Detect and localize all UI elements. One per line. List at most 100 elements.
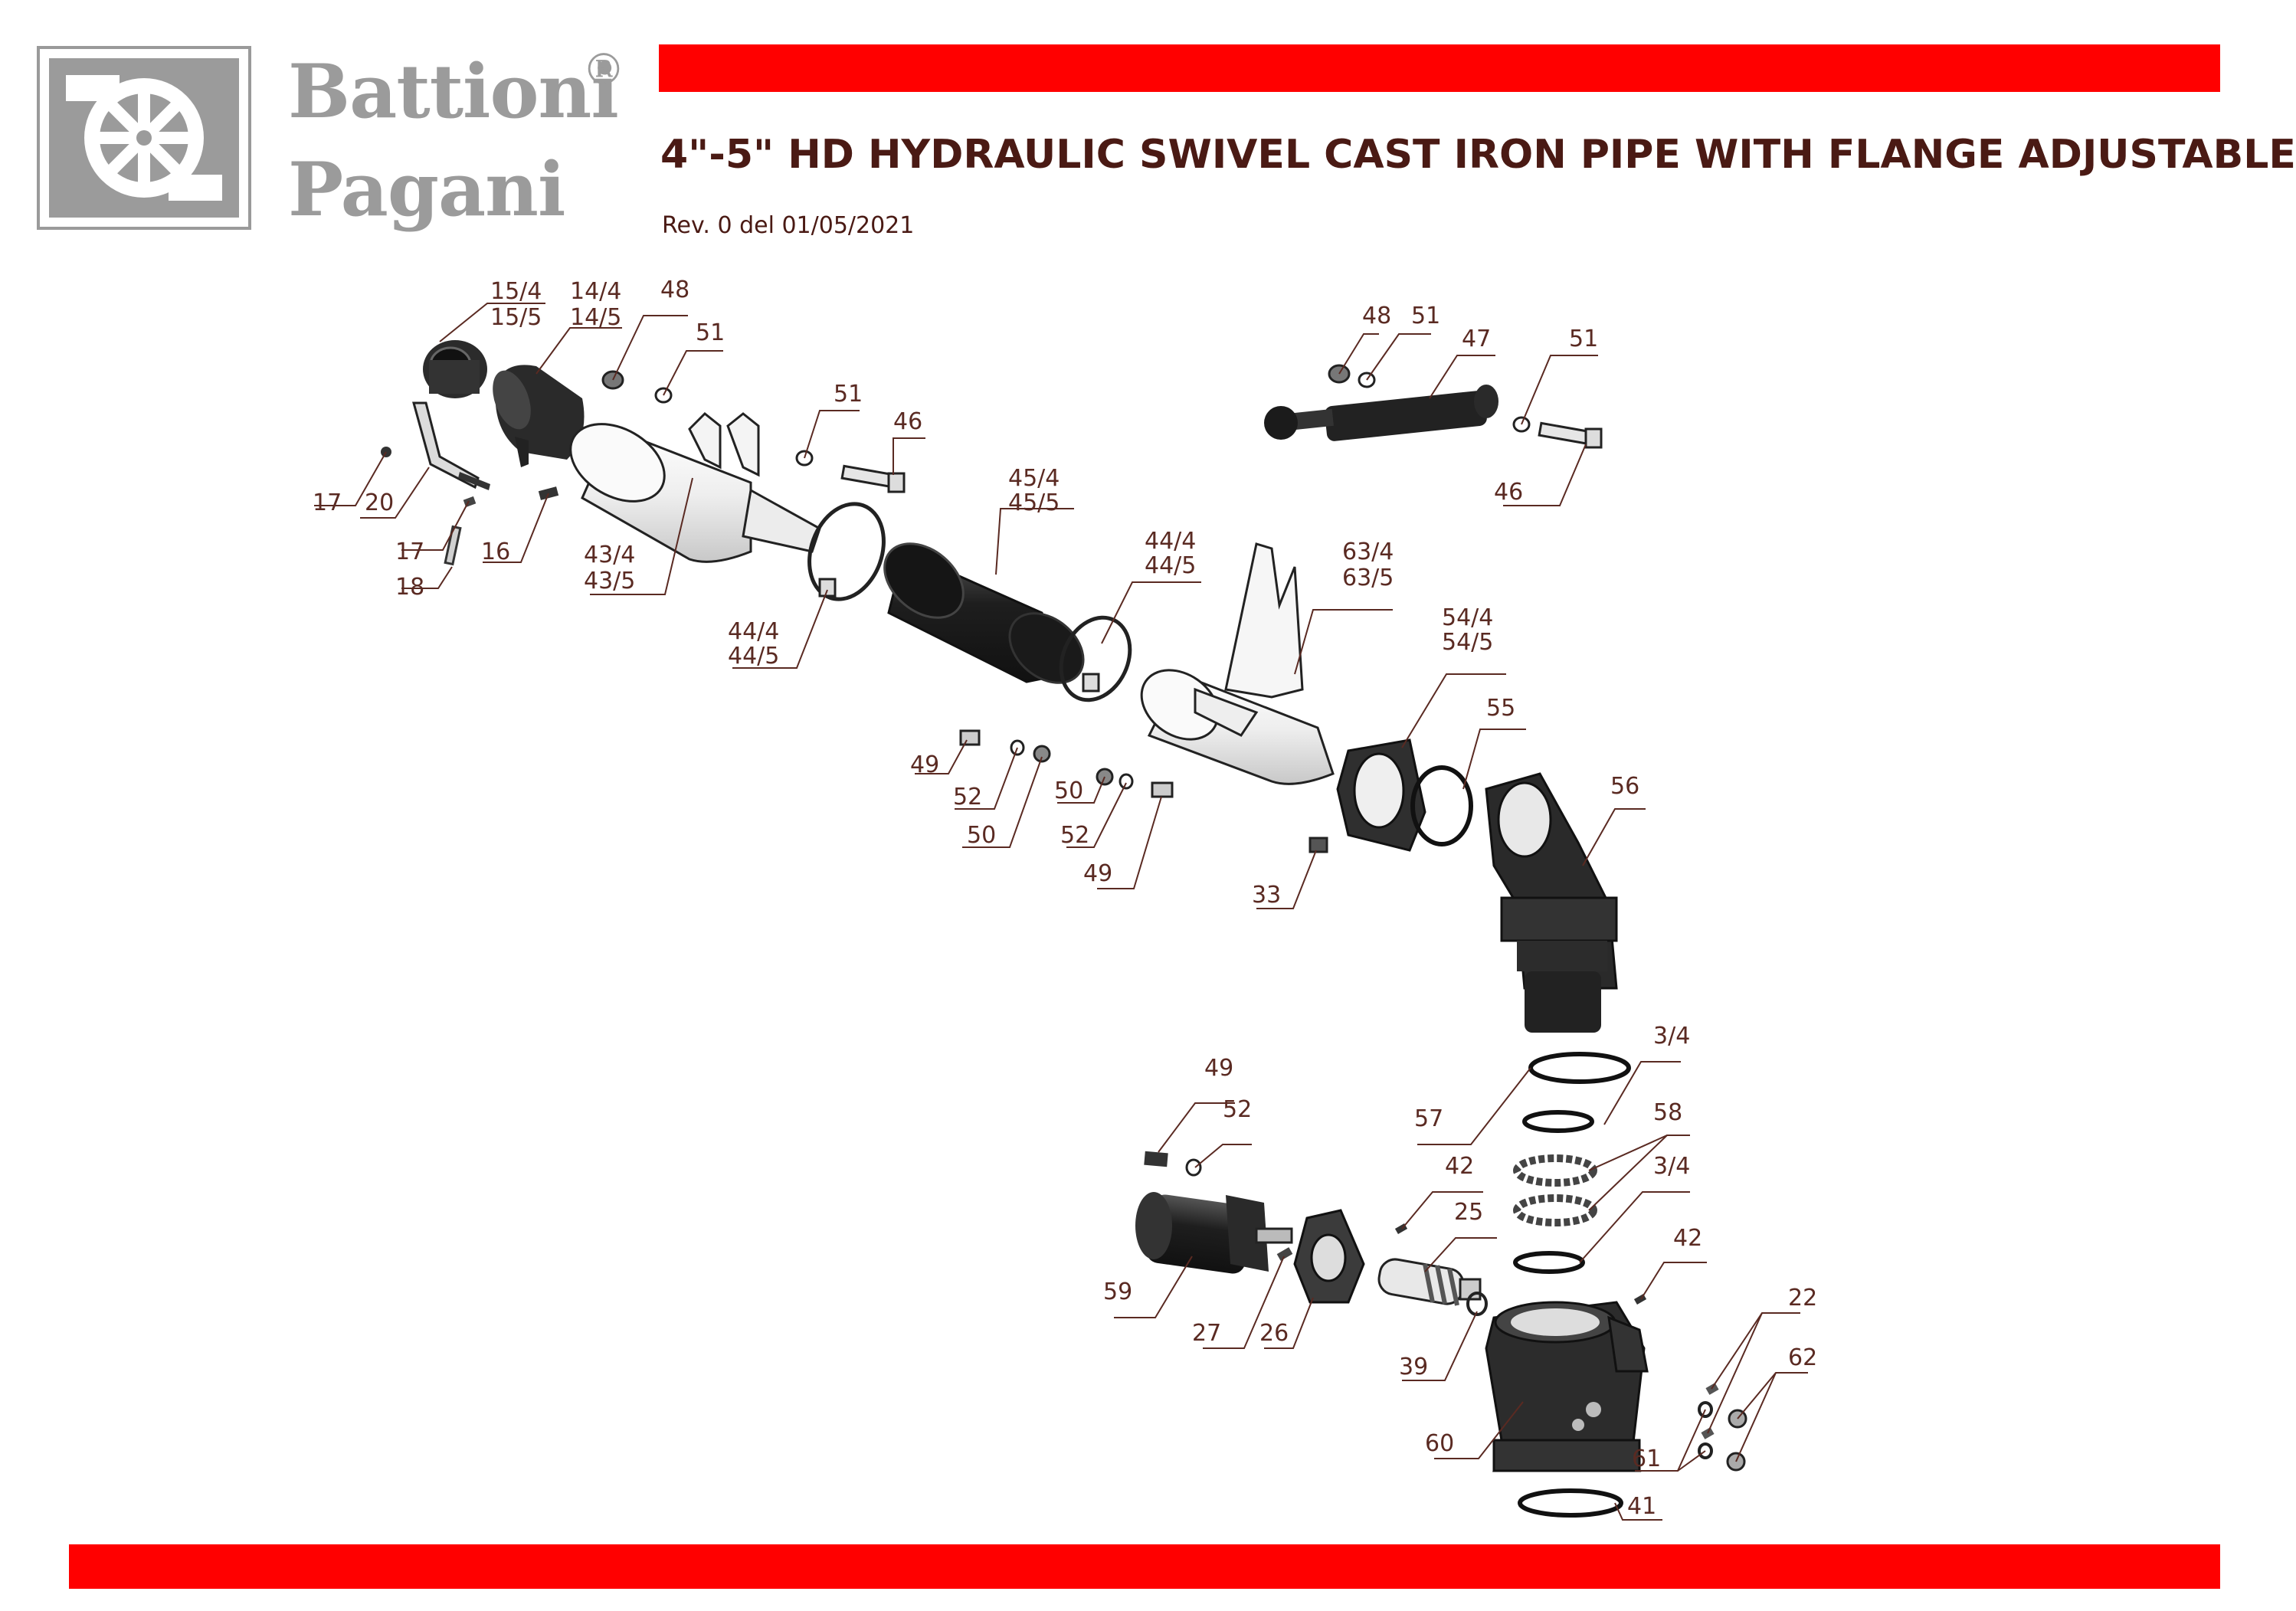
part-number-labels: 15/4 15/5 14/4 14/5 48 51 51 46 17 20 17… <box>313 277 1817 1520</box>
label-49: 49 <box>1204 1055 1233 1082</box>
spring-shaft-25 <box>1377 1258 1482 1306</box>
brand-logo <box>37 46 251 230</box>
revision-note: Rev. 0 del 01/05/2021 <box>662 212 915 239</box>
label-48: 48 <box>1362 303 1391 329</box>
label-44-5: 44/5 <box>1145 552 1196 579</box>
label-46: 46 <box>1494 479 1523 506</box>
label-17: 17 <box>395 539 424 565</box>
label-44-4: 44/4 <box>728 618 779 645</box>
label-49: 49 <box>910 751 939 778</box>
pin-27 <box>1276 1247 1293 1261</box>
label-52: 52 <box>953 784 982 810</box>
label-3-4: 3/4 <box>1653 1153 1690 1180</box>
label-39: 39 <box>1399 1354 1428 1380</box>
label-3-4: 3/4 <box>1653 1023 1690 1049</box>
label-46: 46 <box>893 408 922 435</box>
bracket-pipe-63 <box>1140 542 1335 785</box>
o-ring-39 <box>1466 1292 1488 1316</box>
nozzle-cone-14 <box>493 365 585 467</box>
label-27: 27 <box>1192 1320 1221 1347</box>
ring-3-4b <box>1513 1251 1585 1274</box>
registered-mark: ® <box>582 45 625 95</box>
header-red-bar <box>659 44 2220 92</box>
ring-61a <box>1698 1401 1713 1418</box>
label-17: 17 <box>313 490 342 516</box>
leader-lines <box>314 303 1808 1521</box>
ring-3-4a <box>1522 1110 1594 1133</box>
bolt-46a <box>840 464 906 493</box>
label-42: 42 <box>1673 1225 1702 1252</box>
label-63-5: 63/5 <box>1342 565 1394 591</box>
hydraulic-cylinder-47 <box>1264 385 1498 441</box>
label-49: 49 <box>1083 860 1112 887</box>
pipe-43 <box>569 411 821 563</box>
label-45-4: 45/4 <box>1008 465 1060 492</box>
washer-52c <box>1185 1158 1202 1177</box>
label-51: 51 <box>1569 326 1598 352</box>
label-14-4: 14/4 <box>570 278 621 305</box>
bolt-49b <box>1151 781 1174 798</box>
label-63-4: 63/4 <box>1342 539 1394 565</box>
flange-54 <box>1336 738 1426 852</box>
label-54-4: 54/4 <box>1442 604 1493 631</box>
swivel-housing-60 <box>1485 1301 1649 1472</box>
footer-red-bar <box>69 1544 2220 1589</box>
brand-name-line1: Battioni <box>288 48 619 135</box>
handle-20 <box>412 401 490 490</box>
label-43-4: 43/4 <box>584 542 635 568</box>
label-41: 41 <box>1627 1493 1656 1520</box>
bearing-58b <box>1513 1194 1597 1226</box>
label-15-5: 15/5 <box>490 304 542 331</box>
label-14-5: 14/5 <box>570 304 621 331</box>
label-52: 52 <box>1223 1096 1252 1123</box>
label-26: 26 <box>1259 1320 1289 1347</box>
label-62: 62 <box>1788 1344 1817 1371</box>
label-56: 56 <box>1610 773 1639 800</box>
bolt-49a <box>959 729 981 746</box>
pin-42b <box>1633 1294 1647 1305</box>
label-16: 16 <box>481 539 510 565</box>
pin-17b <box>463 496 477 508</box>
label-50: 50 <box>967 822 996 849</box>
label-44-5: 44/5 <box>728 643 779 670</box>
bolt-49c <box>1144 1151 1168 1167</box>
nut-50a <box>1033 745 1051 763</box>
ring-61b <box>1698 1442 1713 1459</box>
page-title: 4"-5" HD HYDRAULIC SWIVEL CAST IRON PIPE… <box>660 132 2296 178</box>
label-58: 58 <box>1653 1099 1682 1126</box>
label-50: 50 <box>1054 778 1083 804</box>
label-61: 61 <box>1632 1446 1661 1472</box>
label-44-4: 44/4 <box>1145 528 1196 555</box>
washer-52b <box>1119 773 1134 790</box>
label-25: 25 <box>1454 1199 1483 1226</box>
label-60: 60 <box>1425 1430 1454 1457</box>
label-43-5: 43/5 <box>584 568 635 594</box>
label-48: 48 <box>660 277 689 303</box>
label-51: 51 <box>834 381 863 408</box>
screw-33 <box>1308 837 1328 853</box>
flange-plate-26 <box>1293 1209 1365 1304</box>
logo-emblem-icon <box>49 58 239 218</box>
label-18: 18 <box>395 574 424 601</box>
label-54-5: 54/5 <box>1442 629 1493 656</box>
label-45-5: 45/5 <box>1008 490 1060 516</box>
bearing-58a <box>1513 1154 1597 1187</box>
o-ring-55 <box>1410 765 1473 846</box>
brand-name-line2: Pagani <box>288 146 565 233</box>
label-47: 47 <box>1462 326 1491 352</box>
elbow-swivel-56 <box>1485 772 1618 1033</box>
label-55: 55 <box>1486 695 1515 722</box>
hydraulic-motor-59 <box>1135 1192 1293 1274</box>
nozzle-cap-15 <box>423 340 487 398</box>
label-42: 42 <box>1445 1153 1474 1180</box>
label-59: 59 <box>1103 1279 1132 1305</box>
label-22: 22 <box>1788 1285 1817 1311</box>
rubber-sleeve-45 <box>883 542 1085 684</box>
label-15-4: 15/4 <box>490 278 542 305</box>
label-52: 52 <box>1060 822 1089 849</box>
clamp-44a <box>807 502 886 601</box>
label-51: 51 <box>1411 303 1440 329</box>
clamp-44b <box>1059 615 1132 702</box>
